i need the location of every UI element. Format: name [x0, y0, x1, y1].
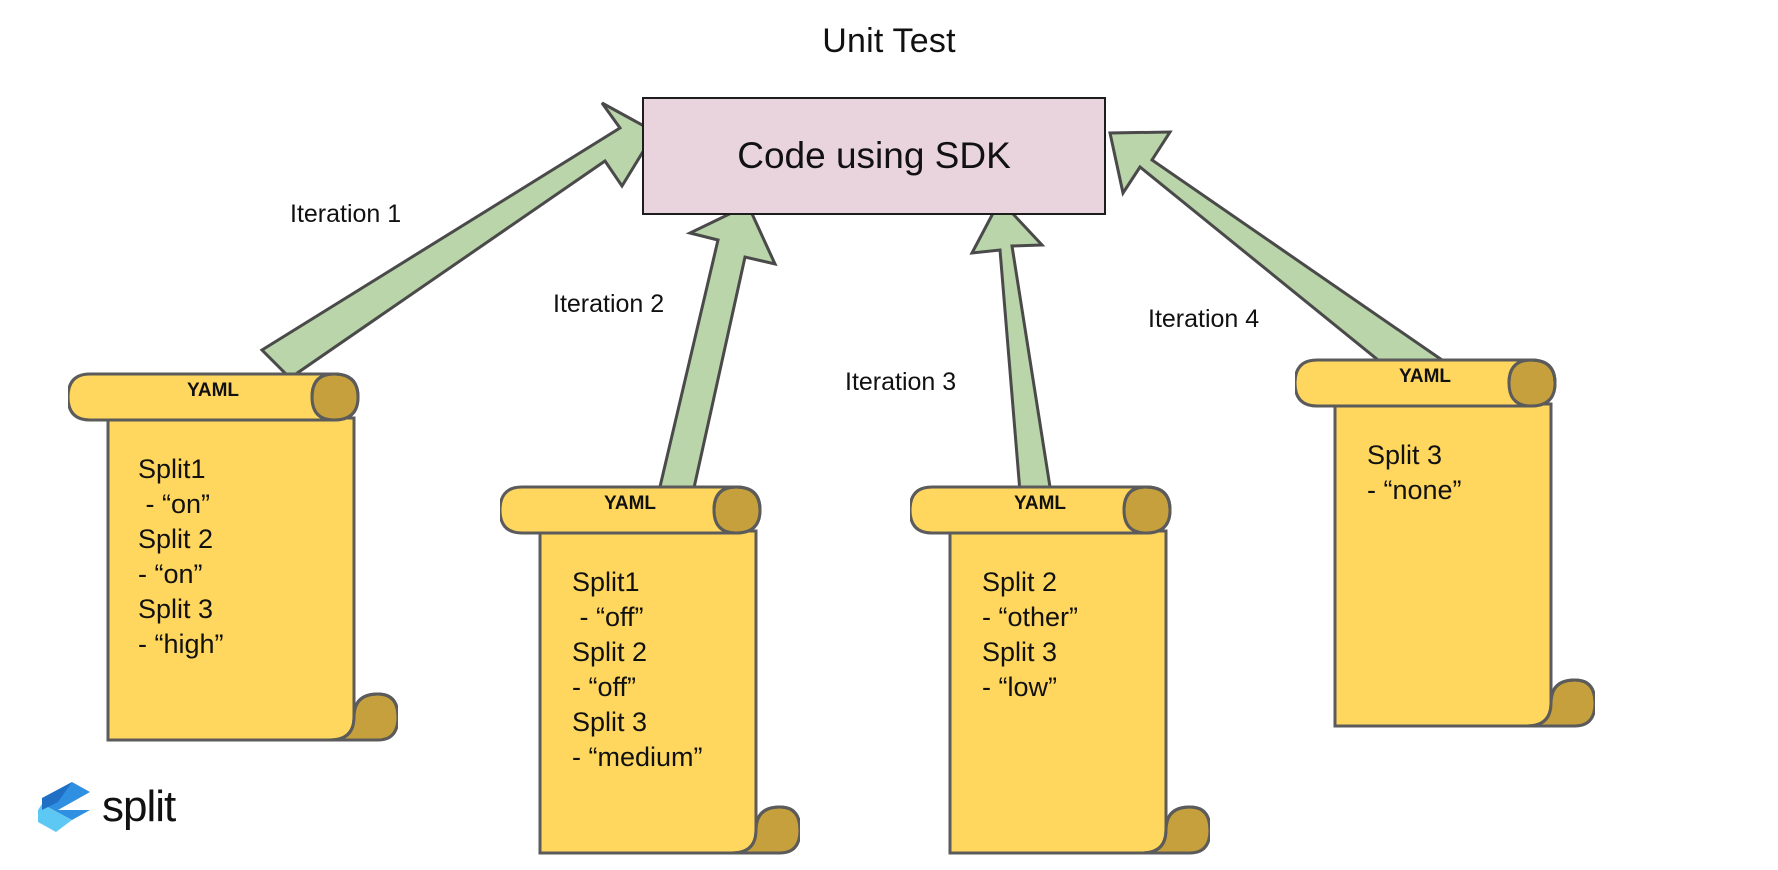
scroll-top-curl-edge — [1122, 485, 1172, 511]
scroll-bottom-curl-edge — [1164, 805, 1210, 831]
edge-label-iteration-4: Iteration 4 — [1148, 305, 1260, 333]
scroll-shape — [910, 485, 1210, 855]
scroll-bottom-curl-edge — [352, 692, 398, 718]
scroll-top-curl-edge — [310, 372, 360, 398]
scroll-shape — [68, 372, 398, 742]
code-using-sdk-label: Code using SDK — [737, 135, 1011, 176]
yaml-document-4: YAML Split 3 - “none” — [1295, 358, 1595, 733]
scroll-body — [538, 529, 758, 855]
arrow-iteration-2 — [653, 202, 778, 517]
scroll-body — [1333, 402, 1553, 728]
arrow-shape — [653, 202, 778, 517]
yaml-document-3: YAML Split 2 - “other” Split 3 - “low” — [910, 485, 1210, 860]
split-chevron-logo-icon — [38, 782, 90, 832]
scroll-body — [948, 529, 1168, 855]
scroll-top-curl-edge — [712, 485, 762, 511]
edge-label-iteration-1: Iteration 1 — [290, 200, 402, 228]
arrow-iteration-3 — [969, 197, 1052, 494]
edge-label-iteration-3: Iteration 3 — [845, 368, 957, 396]
scroll-shape — [500, 485, 800, 855]
arrow-shape — [1108, 130, 1445, 393]
split-brand-name: split — [102, 782, 176, 831]
arrow-shape — [969, 197, 1052, 494]
arrow-iteration-4 — [1108, 130, 1445, 393]
yaml-document-1: YAML Split1 - “on” Split 2 - “on” Split … — [68, 372, 398, 747]
yaml-document-2: YAML Split1 - “off” Split 2 - “off” Spli… — [500, 485, 800, 860]
scroll-top-curl-edge — [1507, 358, 1557, 384]
split-brand-logo: split — [38, 780, 176, 834]
scroll-body — [106, 416, 356, 742]
edge-label-iteration-2: Iteration 2 — [553, 290, 665, 318]
page-title: Unit Test — [822, 22, 956, 60]
scroll-shape — [1295, 358, 1595, 728]
scroll-bottom-curl-edge — [754, 805, 800, 831]
code-using-sdk-node: Code using SDK — [642, 97, 1106, 215]
scroll-bottom-curl-edge — [1549, 678, 1595, 704]
arrow-iteration-1 — [259, 101, 658, 380]
arrow-shape — [259, 101, 658, 380]
